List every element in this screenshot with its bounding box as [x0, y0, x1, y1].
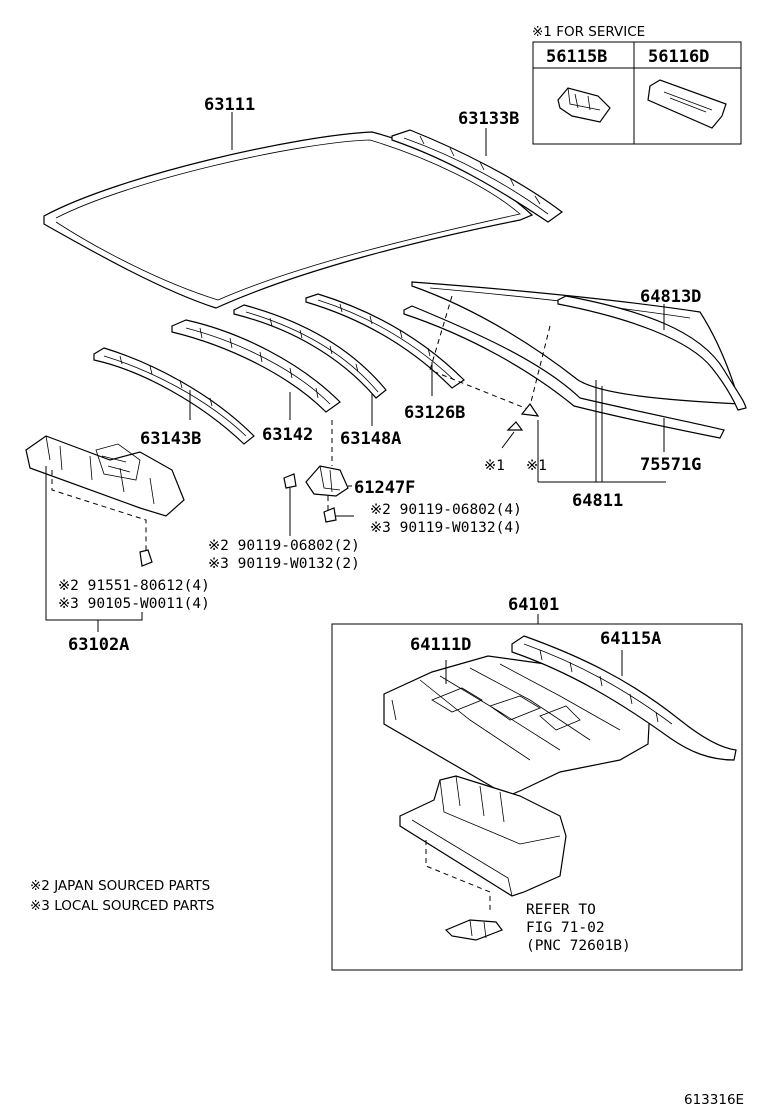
label-63148a: 63148A [340, 429, 401, 449]
note-japan-sourced: ※2 JAPAN SOURCED PARTS [30, 878, 210, 894]
label-63133b: 63133B [458, 109, 519, 129]
bolt-left: ※2 90119-06802(2) ※3 90119-W0132(2) [208, 473, 360, 572]
label-64111d: 64111D [410, 635, 471, 655]
glass-seal-64813d: 64813D [557, 287, 747, 411]
label-64101: 64101 [508, 595, 559, 615]
clip-part-icon [557, 87, 611, 123]
label-bolt-right-1: ※2 90119-06802(4) [370, 502, 522, 518]
rear-panel-assy-64101: 64101 64111D 64115A REFER TO FIG 71-02 (… [331, 595, 743, 971]
label-63143b: 63143B [140, 429, 201, 449]
note-local-sourced: ※3 LOCAL SOURCED PARTS [30, 898, 215, 914]
label-64813d: 64813D [640, 287, 701, 307]
service-box: ※1 FOR SERVICE 56115B 56116D [532, 24, 742, 145]
roof-panel: 63111 [43, 95, 534, 309]
glass-leaders-64811: 64811 [537, 380, 666, 511]
label-clip-2: ※3 90105-W0011(4) [58, 596, 210, 612]
clip-mark-a: ※1 [484, 458, 505, 474]
service-part-56115b: 56115B [546, 47, 607, 67]
roof-rail-63143b: 63143B [93, 347, 255, 449]
label-refer-3: (PNC 72601B) [526, 938, 631, 954]
label-63126b: 63126B [404, 403, 465, 423]
label-75571g: 75571G [640, 455, 701, 475]
roof-rail-63142: 63142 [171, 319, 341, 445]
label-61247f: 61247F [354, 478, 415, 498]
label-64115a: 64115A [600, 629, 661, 649]
roof-rail-63133b: 63133B [391, 109, 564, 223]
label-bolt-left-1: ※2 90119-06802(2) [208, 538, 360, 554]
label-bolt-right-2: ※3 90119-W0132(4) [370, 520, 522, 536]
bolt-right: ※2 90119-06802(4) ※3 90119-W0132(4) [323, 502, 522, 536]
clip-mark-b: ※1 [526, 458, 547, 474]
label-63142: 63142 [262, 425, 313, 445]
label-63102a: 63102A [68, 635, 129, 655]
clip-markers: ※1 ※1 [484, 402, 547, 474]
roof-rail-63126b: 63126B [305, 293, 465, 423]
emblem-part-icon [647, 79, 727, 129]
label-clip-1: ※2 91551-80612(4) [58, 578, 210, 594]
label-63111: 63111 [204, 95, 255, 115]
front-header-63102a: ※2 91551-80612(4) ※3 90105-W0011(4) 6310… [25, 435, 210, 655]
bracket-61247f: 61247F [305, 420, 415, 514]
roof-rail-63148a: 63148A [233, 304, 401, 449]
label-refer-2: FIG 71-02 [526, 920, 605, 936]
figure-code: 613316E [684, 1092, 744, 1108]
service-box-title: ※1 FOR SERVICE [532, 24, 645, 40]
service-part-56116d: 56116D [648, 47, 709, 67]
label-bolt-left-2: ※3 90119-W0132(2) [208, 556, 360, 572]
label-refer-1: REFER TO [526, 902, 596, 918]
label-64811: 64811 [572, 491, 623, 511]
glass-dashed-guide-2 [529, 325, 551, 407]
glass-moulding-75571g: 75571G [403, 305, 725, 475]
